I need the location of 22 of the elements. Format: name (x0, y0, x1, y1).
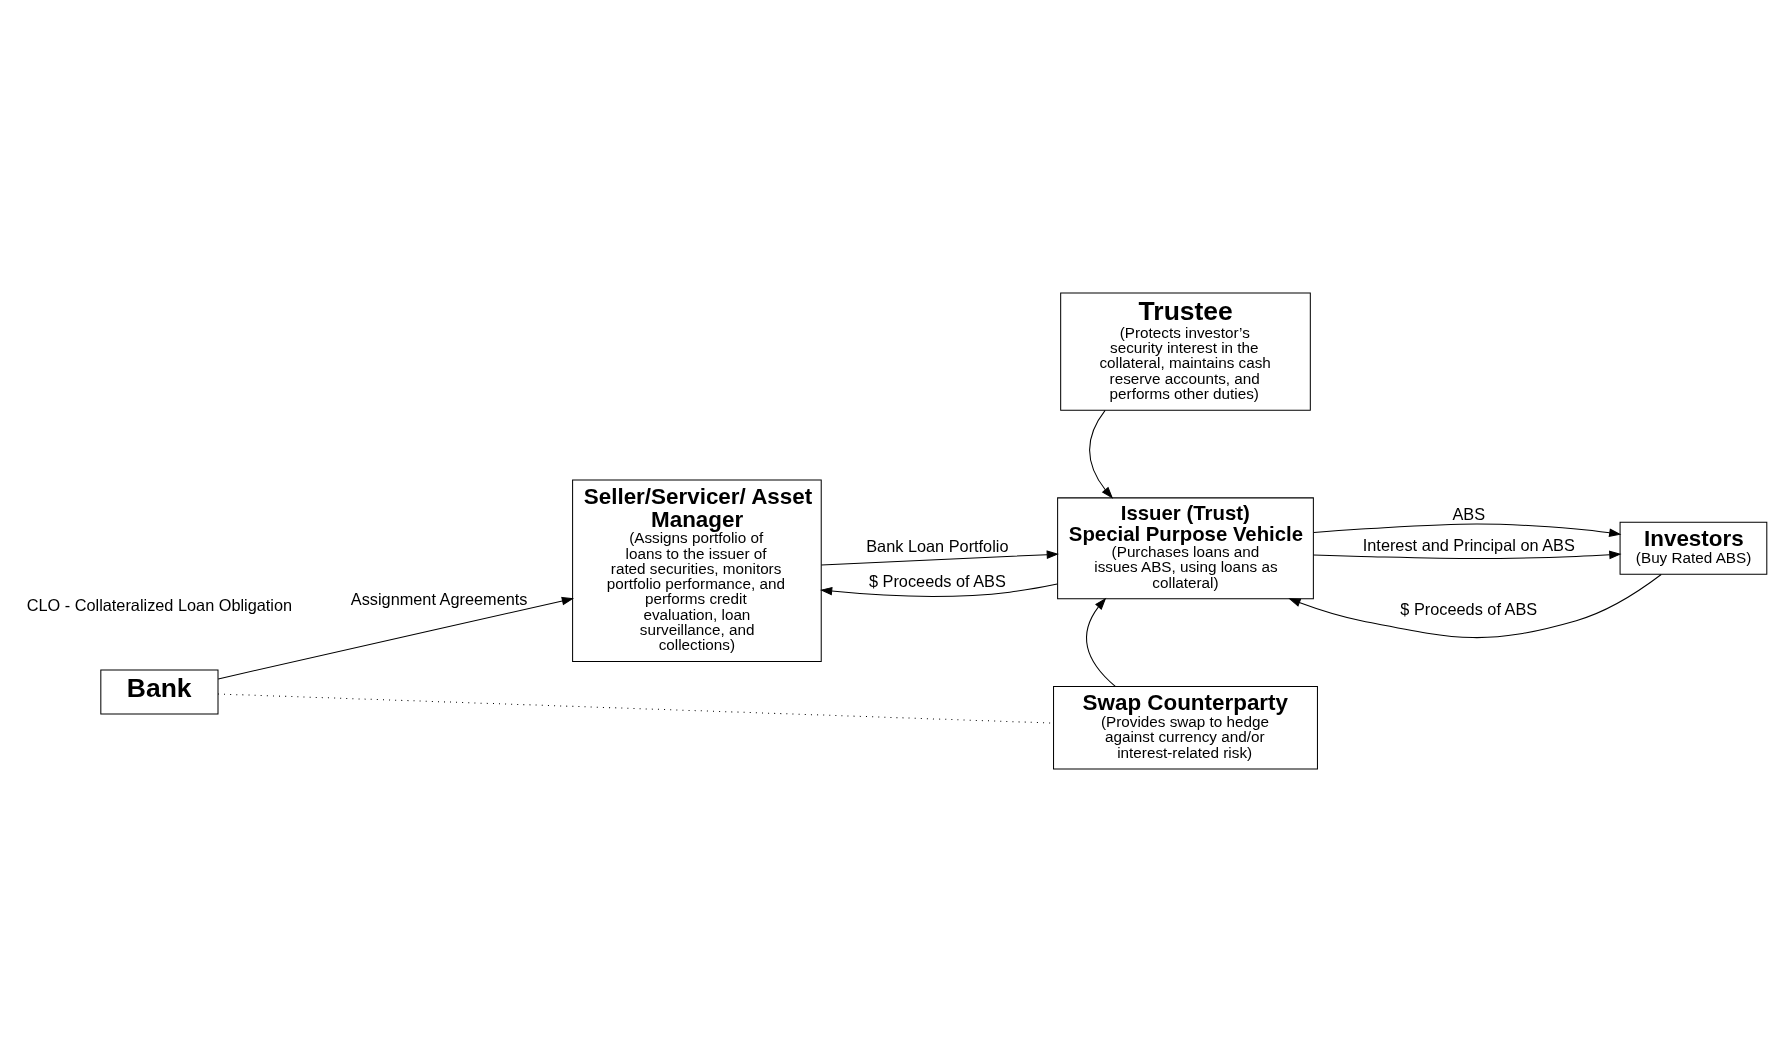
node-box: Bank (100, 669, 219, 715)
arrow (1086, 597, 1116, 687)
label: CLO - Collateralized Loan Obligation (26, 596, 293, 615)
arrow (820, 583, 1058, 597)
arrow (1313, 523, 1622, 537)
edge-label: Interest and Principal on ABS (1362, 536, 1575, 555)
edge-label: Assignment Agreements (350, 590, 528, 609)
arrow (217, 596, 575, 680)
edge-label: Bank Loan Portfolio (866, 537, 1009, 556)
arrow (820, 550, 1059, 566)
node-box: Swap Counterparty (Provides swap to hedge against currency and/or interest-related risk) (1053, 685, 1318, 770)
edge-label: $ Proceeds of ABS (1400, 600, 1538, 619)
arrow (1312, 550, 1622, 560)
node-box: Investors (Buy Rated ABS) (1619, 521, 1768, 575)
edge-label: $ Proceeds of ABS (868, 571, 1006, 590)
node-box: Issuer (Trust) Special Purpose Vehicle (Purchases loans and issues ABS, using loans as collateral) (1057, 497, 1314, 600)
arrow (1089, 409, 1114, 499)
node-box: Seller/Servicer/ Asset Manager (Assigns portfolio of loans to the issuer of rated securities, monitors portfolio performance, and performs credit evaluation, loan surveillance, and collections) (572, 479, 822, 662)
connector (217, 693, 1054, 724)
edge-label: ABS (1452, 504, 1486, 523)
arrow (1288, 574, 1662, 638)
node-box: Trustee (Protects investor’s security interest in the collateral, maintains cash reserve accounts, and performs other duties) (1060, 292, 1311, 411)
